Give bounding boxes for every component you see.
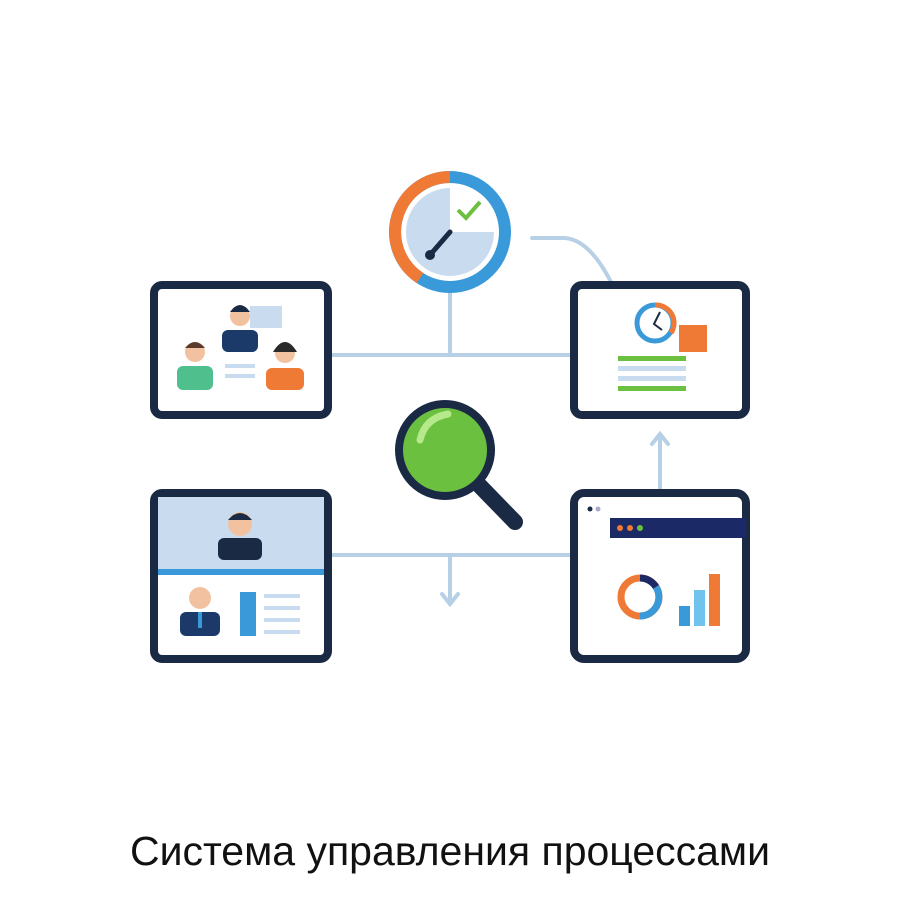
profile-panel xyxy=(150,489,332,663)
schedule-panel xyxy=(570,281,750,419)
analytics-panel xyxy=(570,489,750,663)
team-panel xyxy=(150,281,332,419)
clock-icon xyxy=(389,171,511,293)
connectors xyxy=(328,236,670,608)
magnifier-icon xyxy=(395,400,523,530)
caption-title: Система управления процессами xyxy=(129,828,771,874)
